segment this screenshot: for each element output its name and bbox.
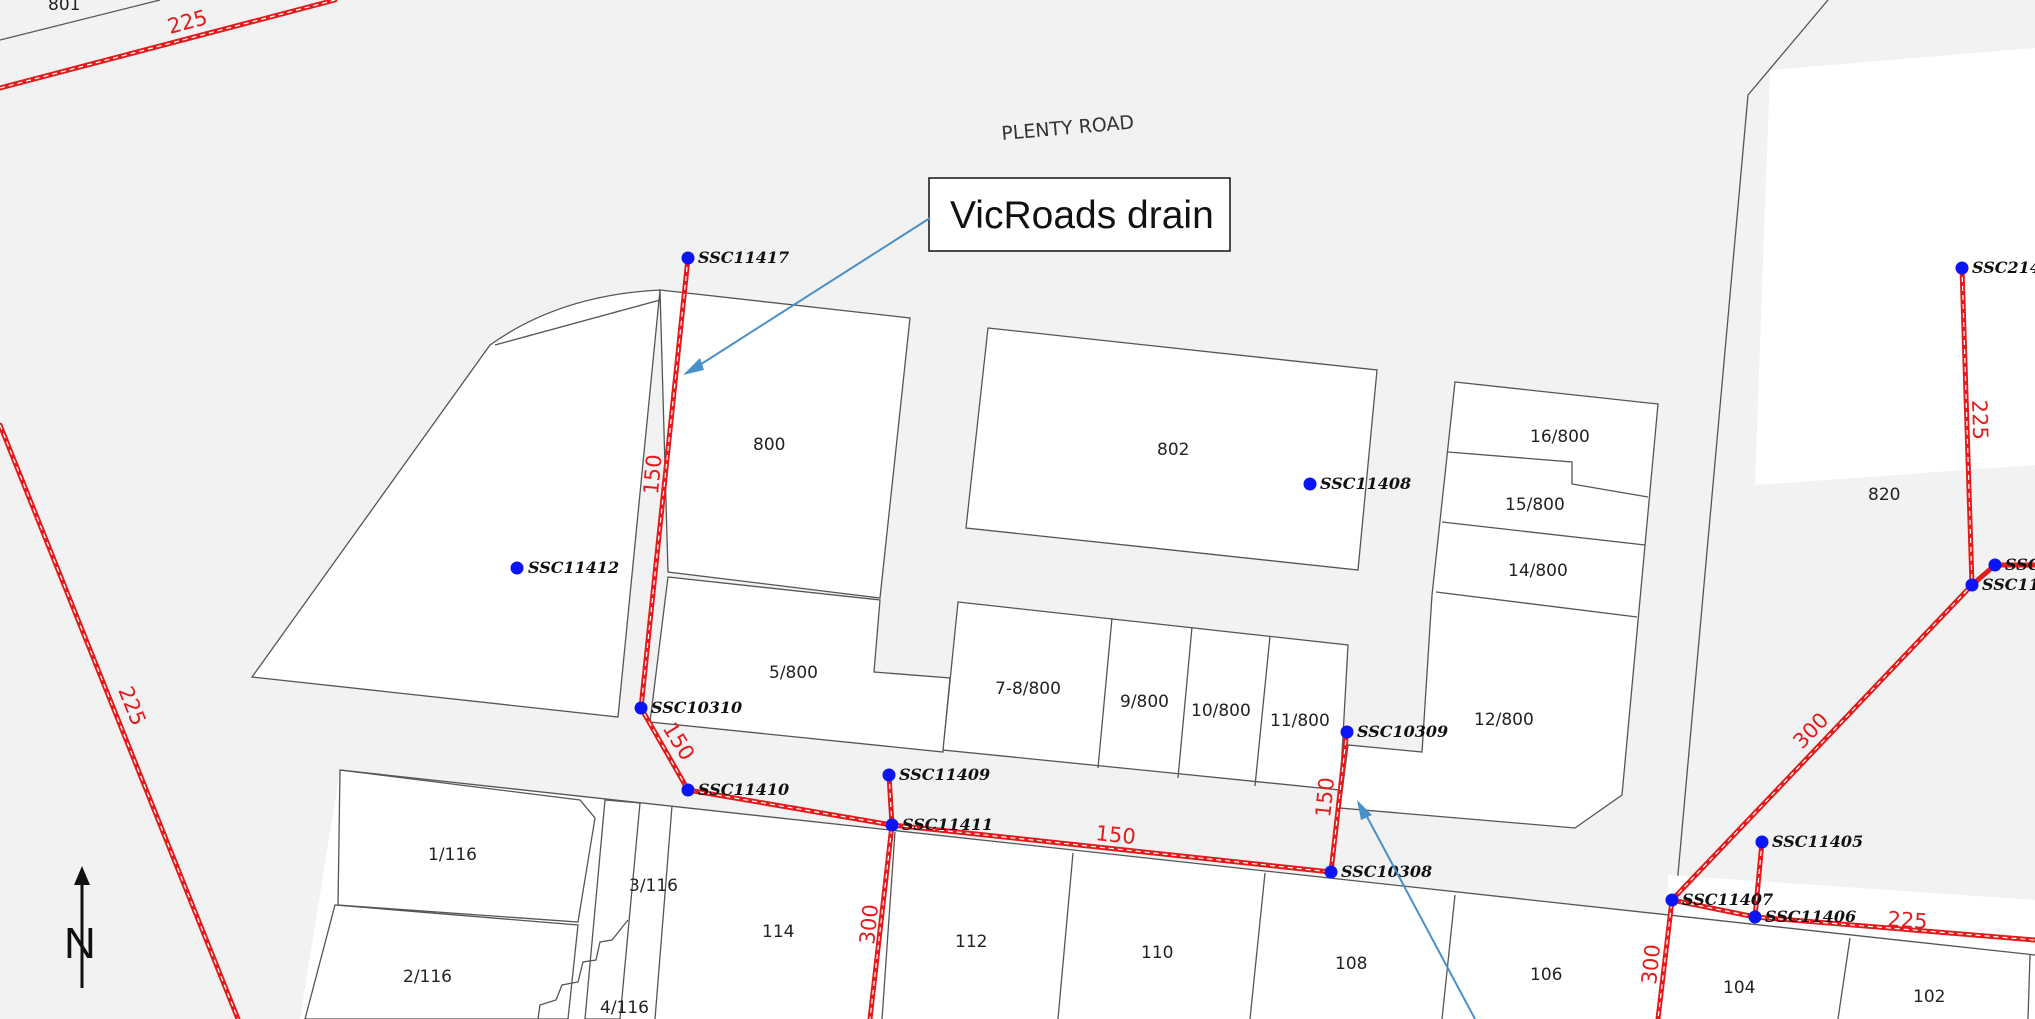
pit-label-ssc11406: SSC11406 [1765, 907, 1856, 926]
pipe-size-150-main: 150 [1094, 821, 1136, 849]
pit-ssc10309[interactable] [1340, 725, 1354, 739]
pipe-size-225-right: 225 [1967, 399, 1992, 440]
lot-line-15-14 [1441, 521, 1646, 546]
pit-ssc214[interactable] [1955, 261, 1969, 275]
lot-label-3-116: 3/116 [629, 876, 678, 896]
pit-label-ssc11412: SSC11412 [528, 558, 619, 577]
lot-block-south [300, 770, 2035, 1019]
pit-ssc11417[interactable] [681, 251, 695, 265]
lot-label-108: 108 [1335, 954, 1367, 974]
lot-label-104: 104 [1723, 978, 1755, 998]
pipe-size-300-middle: 300 [855, 903, 883, 945]
lot-line-16-15 [1447, 451, 1649, 498]
callout-arrow-line [694, 217, 931, 369]
pit-label-ssc11410: SSC11410 [698, 780, 789, 799]
pit-ssc11-east-b[interactable] [1965, 578, 1979, 592]
lot-divider-110-108 [1249, 872, 1266, 1019]
lot-label-802: 802 [1157, 440, 1189, 460]
lot-divider-108-106 [1441, 894, 1456, 1019]
pit-label-ssc11409: SSC11409 [899, 765, 990, 784]
callout-text: VicRoads drain [950, 194, 1214, 237]
pipe-size-150-short: 150 [1311, 776, 1339, 818]
pit-label-ssc11405: SSC11405 [1772, 832, 1863, 851]
pit-ssc11-east[interactable] [1988, 558, 2002, 572]
pit-label-ssc11407: SSC11407 [1682, 890, 1773, 909]
lot-boundary-801 [0, 0, 161, 41]
pit-ssc11409[interactable] [882, 768, 896, 782]
lot-label-14-800: 14/800 [1508, 561, 1568, 581]
lot-label-12-800: 12/800 [1474, 710, 1534, 730]
pipe-size-300-bottom: 300 [1637, 943, 1665, 985]
pit-ssc11408[interactable] [1303, 477, 1317, 491]
lot-label-5-800: 5/800 [769, 663, 818, 683]
lot-label-820: 820 [1868, 485, 1900, 505]
lot-line-14-12 [1435, 591, 1638, 618]
north-arrow: N [64, 866, 96, 988]
lot-label-9-800: 9/800 [1120, 692, 1169, 712]
pit-ssc11411[interactable] [885, 818, 899, 832]
pipe-size-225-bottom: 225 [1887, 907, 1929, 934]
lot-label-106: 106 [1530, 965, 1562, 985]
pits [510, 251, 2002, 924]
arrow-line-south [1364, 812, 1476, 1019]
arrow-head-south [1357, 800, 1372, 820]
north-label: N [64, 919, 96, 968]
lot-label-16-800: 16/800 [1530, 427, 1590, 447]
pit-ssc11412[interactable] [510, 561, 524, 575]
lot-label-102: 102 [1913, 987, 1945, 1007]
north-arrow-head-icon [74, 866, 90, 885]
lot-divider-112-110 [1057, 852, 1074, 1019]
lot-label-15-800: 15/800 [1505, 495, 1565, 515]
lot-divider-1 [1097, 617, 1113, 769]
lot-label-112: 112 [955, 932, 987, 952]
lot-label-2-116: 2/116 [403, 967, 452, 987]
lot-label-10-800: 10/800 [1191, 701, 1251, 721]
lot-label-11-800: 11/800 [1270, 711, 1330, 731]
lot-800-west [250, 289, 661, 718]
pit-label-ssc10309: SSC10309 [1357, 722, 1448, 741]
pit-ssc10310[interactable] [634, 701, 648, 715]
pit-label-ssc214: SSC214 [1972, 258, 2035, 277]
callout-arrow-head [683, 358, 704, 375]
pit-label-ssc10310: SSC10310 [651, 698, 742, 717]
pit-label-ssc11417: SSC11417 [698, 248, 789, 267]
pit-label-ssc11411: SSC11411 [902, 815, 993, 834]
lot-802 [965, 327, 1378, 571]
lot-4-116-boundary [537, 919, 629, 1019]
lot-label-801: 801 [48, 0, 80, 15]
pit-ssc10308[interactable] [1324, 865, 1338, 879]
lot-divider-114-west [654, 805, 673, 1019]
pit-label-ssc11-east-b: SSC11 [1982, 575, 2035, 594]
lot-800-west-inner-line [494, 299, 661, 346]
pipe-size-150-vertical: 150 [639, 453, 666, 495]
lot-label-4-116: 4/116 [600, 998, 649, 1018]
callout-box [928, 177, 1231, 252]
lot-1-116 [337, 769, 596, 923]
lot-label-110: 110 [1141, 943, 1173, 963]
lot-2-116 [304, 904, 579, 1019]
lot-label-7-8-800: 7-8/800 [995, 679, 1061, 699]
road-boundary-east [1664, 0, 1829, 1019]
lot-label-1-116: 1/116 [428, 845, 477, 865]
lot-divider-3 [1254, 635, 1271, 787]
lot-divider-2 [1177, 626, 1193, 779]
lot-boundary-north-south-block [339, 769, 2035, 956]
pit-ssc11407[interactable] [1665, 893, 1679, 907]
lot-divider-104-102 [1837, 937, 1851, 1019]
pit-label-ssc10308: SSC10308 [1341, 862, 1432, 881]
pit-ssc11410[interactable] [681, 783, 695, 797]
pit-label-ssc11-east: SSC11 [2005, 555, 2035, 574]
lot-label-800: 800 [753, 435, 785, 455]
lot-divider-114-112 [881, 831, 896, 1019]
pit-ssc11406[interactable] [1748, 910, 1762, 924]
lot-label-114: 114 [762, 922, 794, 942]
pit-ssc11405[interactable] [1755, 835, 1769, 849]
pit-label-ssc11408: SSC11408 [1320, 474, 1411, 493]
lot-divider-102-east [2027, 954, 2031, 1019]
